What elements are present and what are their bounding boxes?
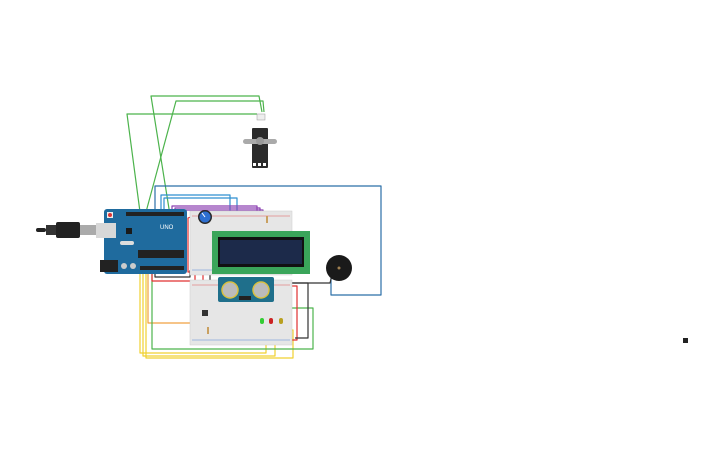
ultrasonic-sensor[interactable]: [218, 277, 274, 302]
usb-cable[interactable]: [36, 222, 96, 238]
resistor[interactable]: [266, 216, 268, 223]
wire-green: [126, 113, 257, 213]
led-red[interactable]: [269, 318, 273, 324]
wire-green: [150, 95, 263, 216]
canvas-marker: [683, 338, 688, 343]
lcd-16x2[interactable]: [212, 231, 310, 274]
wire-black: [290, 274, 333, 284]
piezo-buzzer[interactable]: [326, 255, 352, 281]
arduino-uno[interactable]: UNO: [96, 209, 187, 274]
wire-dark-blue: [154, 185, 382, 296]
resistor[interactable]: [207, 327, 209, 334]
servo[interactable]: [243, 113, 277, 168]
led-yellow[interactable]: [279, 318, 283, 324]
board-label: UNO: [160, 225, 174, 231]
wire-orange: [147, 262, 207, 324]
push-button[interactable]: [202, 310, 208, 316]
wire-green: [145, 100, 265, 213]
led-green[interactable]: [260, 318, 264, 324]
potentiometer[interactable]: [198, 210, 212, 224]
